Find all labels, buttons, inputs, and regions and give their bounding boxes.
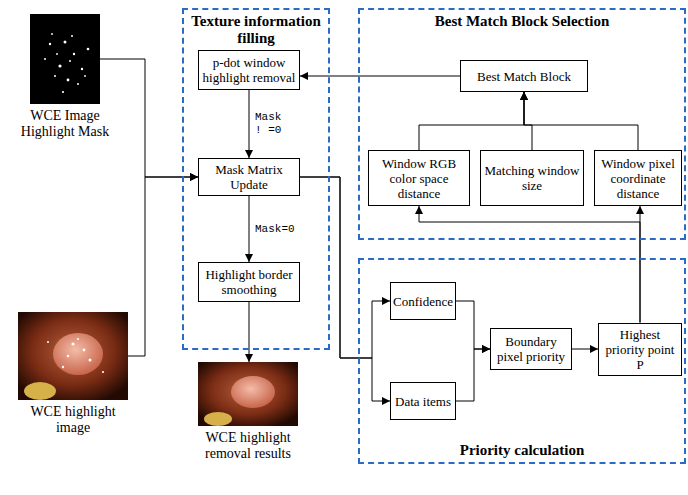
- process-box: Highest priority point P: [598, 323, 682, 376]
- image-caption: WCE highlight image: [17, 404, 129, 436]
- process-box: p-dot window highlight removal: [198, 50, 300, 90]
- image-caption: WCE Image Highlight Mask: [9, 108, 121, 140]
- flow-arrow: [249, 196, 250, 262]
- process-box: Data items: [390, 382, 456, 420]
- image-caption: WCE highlight removal results: [192, 430, 304, 462]
- edge-label: Mask=0: [254, 223, 286, 236]
- process-box: Window pixel coordinate distance: [594, 150, 682, 206]
- box-label: Boundary pixel priority: [494, 334, 568, 364]
- edge-label: Mask ! =0: [254, 111, 286, 137]
- flow-arrow: [419, 92, 524, 150]
- edge-label-holder: Mask=0: [254, 223, 286, 236]
- box-label: Matching window size: [484, 163, 580, 193]
- box-label: Window RGB color space distance: [372, 156, 466, 201]
- edge-label-holder: Mask ! =0: [254, 111, 286, 137]
- box-label: Window pixel coordinate distance: [598, 156, 678, 201]
- dashed-group: Priority calculation ConfidenceData items…: [358, 258, 686, 464]
- box-label: Best Match Block: [477, 69, 571, 84]
- flow-arrow: [524, 92, 638, 150]
- flow-arrow: [300, 76, 460, 77]
- process-box: Best Match Block: [460, 60, 588, 92]
- image-frame: WCE highlight removal results: [198, 362, 298, 426]
- process-box: Highlight border smoothing: [198, 262, 300, 302]
- box-label: Data items: [395, 394, 451, 409]
- flow-arrow: [456, 301, 490, 349]
- flow-arrow: [524, 92, 532, 150]
- group-heading: Texture information filling: [184, 10, 328, 50]
- image-frame: WCE highlight image: [18, 312, 128, 400]
- flow-arrow: [249, 90, 250, 158]
- box-label: Highest priority point P: [602, 327, 678, 372]
- process-box: Mask Matrix Update: [198, 158, 300, 196]
- image-frame: WCE Image Highlight Mask: [30, 14, 100, 104]
- flow-arrow: [128, 177, 198, 356]
- flow-arrow: [300, 177, 390, 401]
- process-box: Window RGB color space distance: [368, 150, 470, 206]
- box-label: Highlight border smoothing: [202, 267, 296, 297]
- group-heading: Best Match Block Selection: [431, 10, 614, 33]
- endoscopy-image: [18, 312, 128, 400]
- dashed-group: Best Match Block SelectionBest Match Blo…: [358, 8, 686, 240]
- result-image: [198, 362, 298, 426]
- box-label: p-dot window highlight removal: [202, 55, 296, 85]
- mask-image: [30, 14, 100, 104]
- process-box: Boundary pixel priority: [490, 328, 572, 370]
- dashed-group: Texture information filling p-dot window …: [182, 8, 330, 350]
- process-box: Confidence: [390, 282, 456, 320]
- process-box: Matching window size: [480, 150, 584, 206]
- flow-arrow: [249, 302, 250, 362]
- box-label: Confidence: [393, 294, 453, 309]
- box-label: Mask Matrix Update: [202, 162, 296, 192]
- group-heading: Priority calculation: [456, 439, 589, 462]
- flow-arrow: [572, 349, 598, 350]
- flow-arrow: [456, 349, 490, 401]
